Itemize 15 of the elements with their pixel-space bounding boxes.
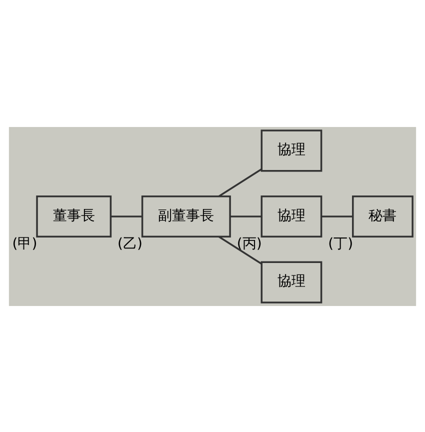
connector: [218, 236, 262, 264]
node-box: 協理: [260, 260, 322, 303]
connector: [218, 168, 262, 196]
node-label: (乙): [118, 235, 142, 252]
node-box: 秘書: [352, 194, 414, 238]
node-label: (甲): [12, 235, 38, 252]
node-label: (丁): [328, 235, 354, 252]
node-box: 協理: [260, 194, 322, 238]
connector: [110, 215, 142, 217]
connector: [230, 215, 262, 217]
node-box: 協理: [260, 129, 322, 172]
connector: [321, 215, 353, 217]
node-box: 董事長: [36, 194, 112, 238]
node-box: 副董事長: [141, 194, 231, 238]
node-label: (丙): [236, 235, 262, 252]
